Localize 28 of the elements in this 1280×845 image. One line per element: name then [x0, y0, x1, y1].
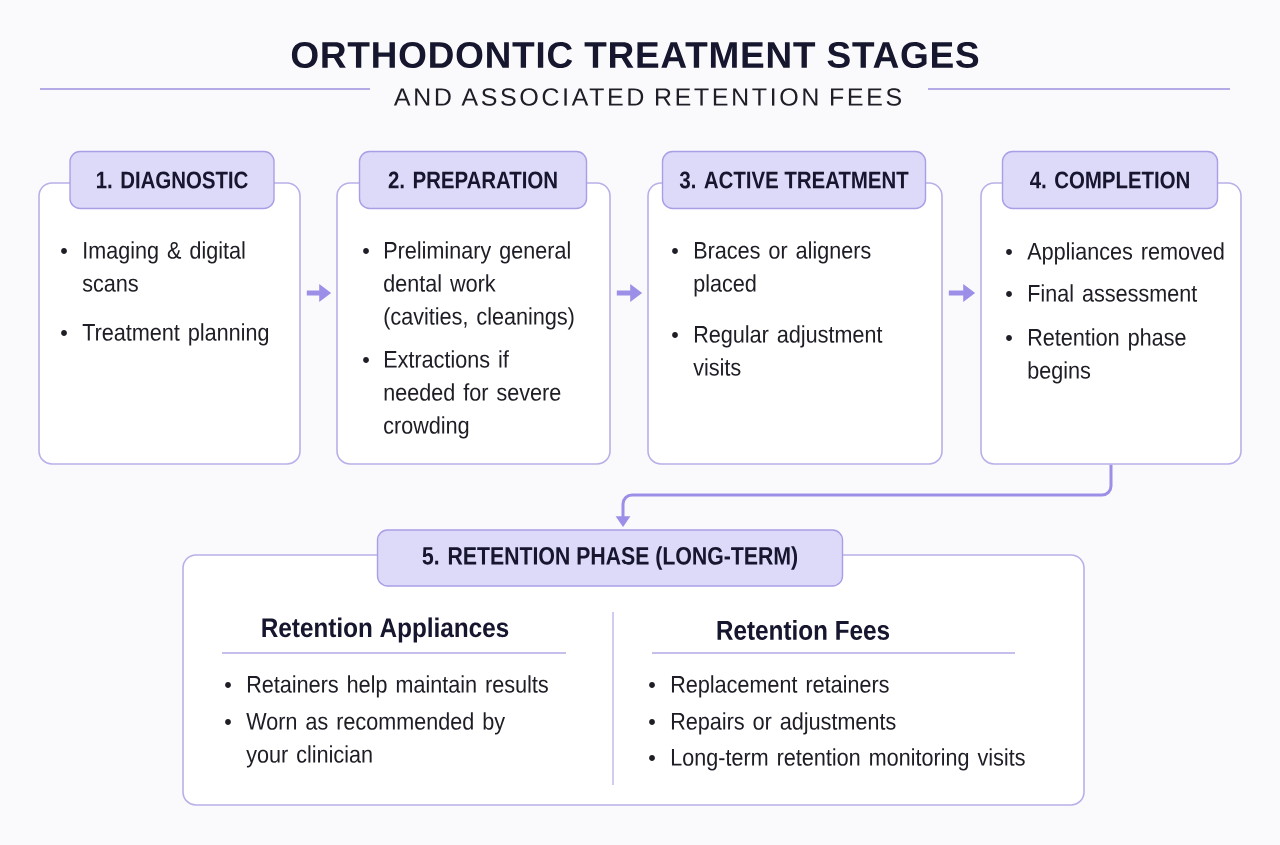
- bullet-text: Treatment planning: [82, 323, 269, 346]
- heading-tab: 5. RETENTION PHASE (LONG-TERM): [376, 529, 844, 587]
- bullet-text: Repairs or adjustments: [672, 712, 896, 735]
- bullet-text: Regular adjustment visits: [693, 325, 883, 376]
- column-heading: Retention Appliances: [262, 617, 509, 643]
- column-heading: Retention Fees: [717, 620, 890, 640]
- title: ORTHODONTIC TREATMENT STAGES: [291, 41, 979, 69]
- bullet-text: Imaging & digital scans: [82, 241, 245, 292]
- stage-box: [182, 529, 1085, 806]
- bullet-text: Extractions if needed for severe crowding: [384, 350, 561, 439]
- stage-box: [336, 150, 611, 465]
- bullet-text: Braces or aligners placed: [694, 241, 871, 297]
- heading-tab: 1. DIAGNOSTIC: [69, 150, 275, 210]
- bullet-text: Retainers help maintain results: [248, 675, 548, 698]
- stage-box: [647, 150, 943, 465]
- bullet-text: Worn as recommended by your clinician: [246, 712, 506, 768]
- bullet-text: Preliminary general dental work (cavities, cleanings): [384, 241, 574, 330]
- heading-tab: 3. ACTIVE TREATMENT: [661, 150, 927, 210]
- stage-box: [980, 150, 1242, 465]
- heading-tab: 4. COMPLETION: [1001, 150, 1219, 210]
- bullet-text: Replacement retainers: [672, 675, 889, 698]
- bullet-text: Final assessment: [1029, 284, 1198, 302]
- bullet-text: Long-term retention monitoring visits: [672, 748, 1025, 771]
- bullet-text: Appliances removed: [1027, 242, 1224, 265]
- stage-box: [38, 150, 301, 465]
- heading-tab: 2. PREPARATION: [358, 150, 588, 210]
- bullet-text: Retention phase begins: [1028, 328, 1186, 384]
- subtitle: AND ASSOCIATED RETENTION FEES: [393, 88, 901, 106]
